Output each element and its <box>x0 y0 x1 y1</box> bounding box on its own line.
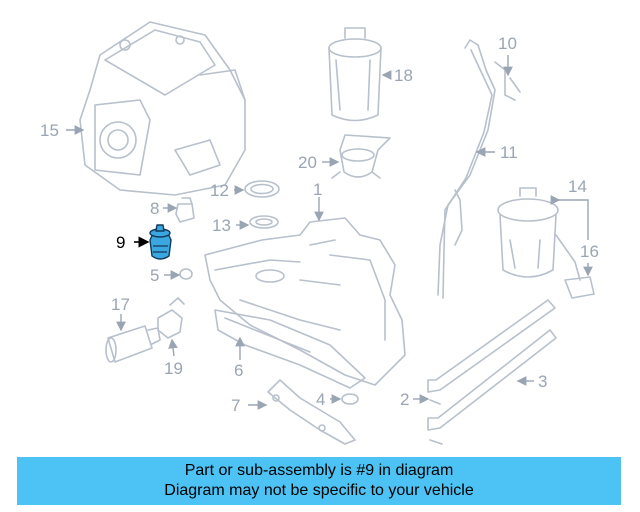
filter-bracket-drawing <box>331 134 391 179</box>
injection-pump-drawing <box>79 21 246 196</box>
callout-18: 18 <box>394 66 413 85</box>
callout-15: 15 <box>40 121 59 140</box>
callout-5: 5 <box>150 266 159 285</box>
callout-10: 10 <box>498 34 517 53</box>
heat-shield-drawing <box>214 309 366 389</box>
callout-19: 19 <box>164 359 183 378</box>
fuel-pump-drawing <box>105 325 161 363</box>
leader-lines <box>66 55 593 410</box>
callout-4: 4 <box>316 390 325 409</box>
tank-straps-drawing <box>427 299 557 445</box>
fitting-drawing <box>157 297 185 339</box>
callout-17: 17 <box>111 295 130 314</box>
callout-11: 11 <box>500 143 518 162</box>
callout-9-highlighted: 9 <box>116 233 125 252</box>
callout-8: 8 <box>150 199 159 218</box>
callout-1: 1 <box>313 180 322 199</box>
callout-7: 7 <box>231 396 240 415</box>
callout-numbers: 15 18 20 10 11 12 13 8 5 1 6 7 4 2 3 14 … <box>40 34 599 415</box>
callout-16: 16 <box>580 242 599 261</box>
plug-drawing <box>179 268 193 280</box>
callout-2: 2 <box>400 390 409 409</box>
caption-line-1: Part or sub-assembly is #9 in diagram <box>184 462 454 479</box>
vent-valve-drawing <box>175 197 195 223</box>
callout-3: 3 <box>538 372 547 391</box>
callout-14: 14 <box>568 177 587 196</box>
fuel-line-drawing <box>437 39 521 299</box>
bracket-strap-drawing <box>267 379 356 445</box>
part-9-highlighted <box>149 224 172 260</box>
caption-banner: Part or sub-assembly is #9 in diagram Di… <box>17 457 621 505</box>
lock-ring-drawing <box>244 180 280 198</box>
callout-20: 20 <box>298 153 317 172</box>
callout-13: 13 <box>212 216 231 235</box>
callout-12: 12 <box>210 181 229 200</box>
parts-diagram: 15 18 20 10 11 12 13 8 5 1 6 7 4 2 3 14 … <box>40 21 599 445</box>
caption-line-2: Diagram may not be specific to your vehi… <box>164 482 474 499</box>
fuel-filter-drawing <box>328 27 382 122</box>
callout-6: 6 <box>234 361 243 380</box>
fuel-tank-drawing <box>204 217 406 386</box>
fuel-pump-sender-drawing <box>497 187 595 299</box>
nut-drawing <box>341 393 359 405</box>
gasket-drawing <box>249 215 279 229</box>
